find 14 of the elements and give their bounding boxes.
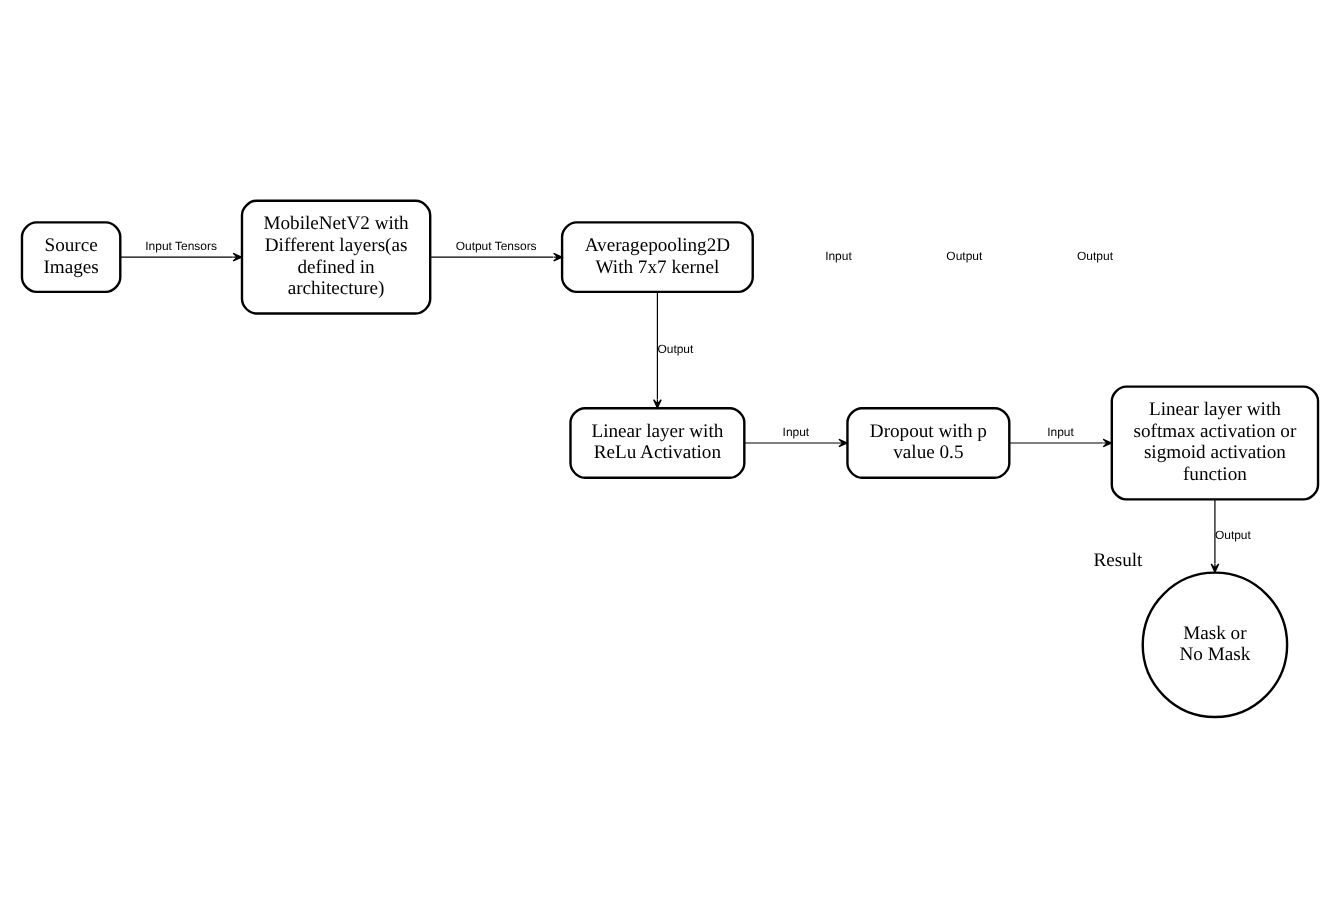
node-circle: Mask or No Mask xyxy=(1141,571,1289,719)
node-box: MobileNetV2 with Different layers(as defined in architecture) xyxy=(240,199,432,315)
arrow xyxy=(744,438,848,448)
node-box: Linear layer with ReLu Activation xyxy=(569,407,746,479)
arrow xyxy=(429,252,563,262)
node-label: Result xyxy=(1093,550,1143,573)
node-box: Averagepooling2D With 7x7 kernel xyxy=(560,221,754,294)
arrow xyxy=(653,291,662,409)
arrow xyxy=(1008,438,1113,448)
node-box: Source Images xyxy=(20,221,122,294)
node-box: Dropout with p value 0.5 xyxy=(846,407,1011,479)
arrow xyxy=(1210,499,1220,573)
arrow xyxy=(119,252,243,262)
node-box: Linear layer with softmax activation or sigmoid activation function xyxy=(1110,385,1320,501)
